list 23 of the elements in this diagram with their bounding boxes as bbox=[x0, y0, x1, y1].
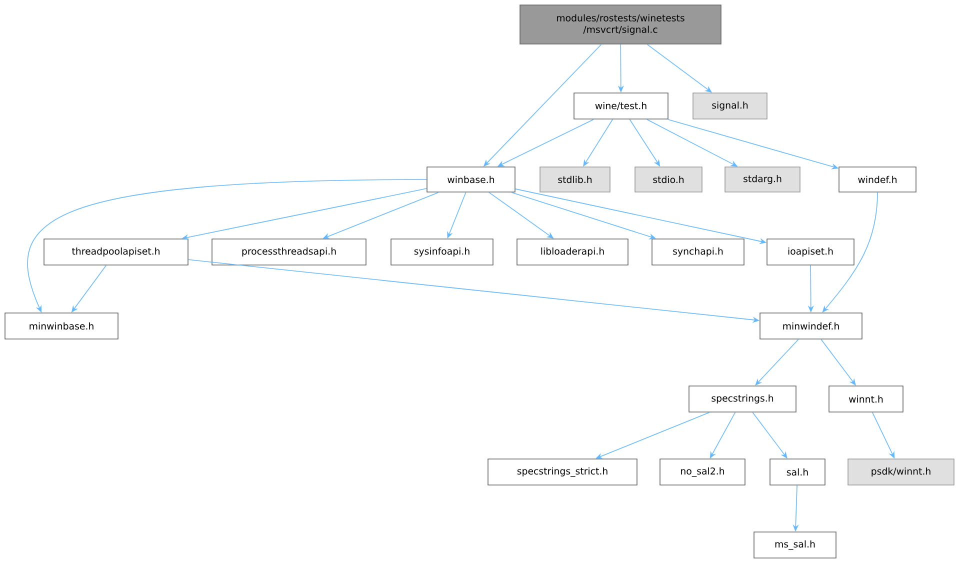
file-box: winnt.h bbox=[828, 386, 904, 412]
file-box: minwindef.h bbox=[760, 312, 862, 340]
file-box: sysinfoapi.h bbox=[390, 238, 494, 266]
file-box: threadpoolapiset.h bbox=[44, 238, 188, 266]
file-box: stdio.h bbox=[634, 166, 702, 192]
file-box: specstrings.h bbox=[688, 386, 796, 412]
file-box: synchapi.h bbox=[652, 238, 744, 266]
file-box: wine/test.h bbox=[574, 92, 668, 120]
file-box: winbase.h bbox=[426, 166, 516, 192]
file-box: libloaderapi.h bbox=[516, 238, 628, 266]
file-box: windef.h bbox=[838, 166, 916, 192]
file-box: processthreadsapi.h bbox=[212, 238, 366, 266]
file-box: specstrings_strict.h bbox=[488, 458, 638, 486]
file-box: signal.h bbox=[692, 92, 768, 120]
file-box: stdlib.h bbox=[540, 166, 610, 192]
file-box: stdarg.h bbox=[724, 166, 800, 192]
file-box: psdk/winnt.h bbox=[848, 458, 954, 486]
file-box: ioapiset.h bbox=[766, 238, 854, 266]
file-box: modules/rostests/winetests /msvcrt/signal.c bbox=[520, 4, 722, 44]
file-box: ms_sal.h bbox=[754, 532, 836, 558]
file-box: sal.h bbox=[770, 458, 826, 486]
file-box: no_sal2.h bbox=[660, 458, 746, 486]
file-box: minwinbase.h bbox=[4, 312, 118, 340]
